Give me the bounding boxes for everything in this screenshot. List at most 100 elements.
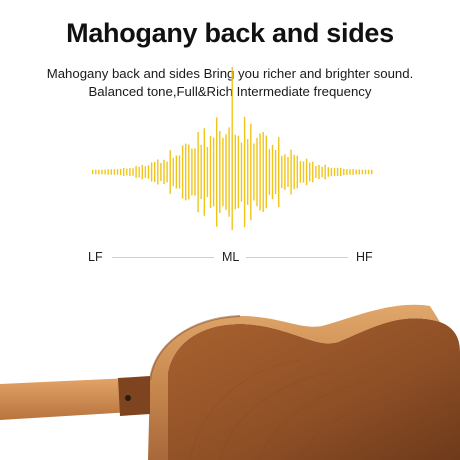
description-line-1: Mahogany back and sides Bring you richer…	[46, 66, 414, 81]
waveform-bar	[358, 169, 360, 175]
waveform-bar	[247, 139, 249, 205]
waveform-bar	[116, 169, 119, 175]
waveform-bar	[340, 168, 342, 176]
guitar-heel	[118, 376, 150, 416]
waveform-bar	[318, 164, 320, 179]
waveform-bar	[237, 135, 240, 209]
waveform-bar	[172, 157, 174, 187]
waveform-bar	[281, 155, 283, 188]
waveform-bar	[287, 156, 289, 187]
waveform-bar	[299, 161, 302, 183]
guitar-body-photo	[0, 304, 460, 460]
waveform-bar	[336, 167, 339, 177]
waveform-bar	[95, 169, 97, 175]
freq-label-mid: ML	[222, 250, 240, 264]
waveform-bar	[278, 137, 280, 207]
waveform-bar	[346, 169, 348, 175]
waveform-bar	[327, 167, 329, 177]
waveform-bar	[107, 169, 109, 175]
waveform-bar	[212, 137, 215, 207]
waveform-bar	[144, 166, 147, 178]
waveform-bar	[191, 148, 193, 196]
waveform-bar	[110, 169, 112, 175]
waveform-bar	[240, 142, 243, 202]
waveform-bar	[371, 169, 373, 175]
waveform-bar	[129, 168, 131, 176]
waveform-bar	[321, 166, 323, 178]
freq-label-low: LF	[88, 250, 103, 264]
waveform-bar	[367, 169, 370, 175]
page-title: Mahogany back and sides	[66, 18, 394, 48]
waveform-bar	[274, 150, 277, 194]
description-line-2: Balanced tone,Full&Rich Intermediate fre…	[88, 84, 372, 99]
waveform-bar	[104, 169, 106, 175]
waveform-bar	[197, 131, 199, 213]
waveform-bar	[216, 117, 218, 227]
waveform-bar	[154, 161, 156, 182]
waveform-bar	[309, 162, 311, 182]
waveform-bar	[234, 134, 236, 210]
waveform-bar	[169, 150, 171, 194]
waveform-bar	[175, 155, 178, 189]
waveform-bar	[315, 166, 317, 178]
waveform-bar	[141, 165, 143, 180]
waveform-bar	[178, 155, 181, 189]
waveform-bar	[290, 149, 292, 195]
waveform-bar	[271, 144, 274, 200]
waveform-bar	[98, 169, 100, 175]
waveform-bar	[349, 169, 351, 175]
waveform-bar	[209, 136, 212, 208]
waveform-bar	[200, 144, 202, 200]
waveform-bar	[181, 145, 184, 199]
waveform-bar	[138, 166, 140, 178]
waveform-bar	[284, 154, 286, 190]
waveform-bar	[188, 144, 190, 200]
waveform-bar	[253, 143, 255, 201]
waveform-bar	[132, 168, 134, 176]
waveform-bar	[150, 162, 153, 182]
waveform-bar	[330, 167, 333, 177]
description: Mahogany back and sides Bring you richer…	[0, 65, 460, 101]
waveform-bar	[194, 148, 196, 196]
waveform-bar	[163, 159, 165, 185]
waveform-bar	[135, 166, 137, 178]
waveform-bar	[355, 169, 357, 175]
waveform-bar	[119, 168, 122, 176]
waveform-bar	[364, 169, 367, 175]
waveform-bar	[243, 117, 246, 227]
waveform-bar	[92, 169, 94, 175]
waveform-bar	[250, 123, 252, 221]
waveform-bar	[352, 169, 354, 175]
waveform-bar	[113, 169, 116, 175]
waveform-bar	[262, 132, 264, 212]
waveform-bar	[206, 147, 209, 198]
waveform-bar	[302, 161, 305, 183]
waveform-bar	[312, 161, 314, 183]
freq-label-high: HF	[356, 250, 373, 264]
waveform-bar	[222, 137, 224, 207]
waveform-bar	[185, 143, 187, 201]
waveform-bar	[268, 149, 271, 195]
waveform-bar	[265, 135, 267, 209]
waveform-bar	[126, 168, 128, 176]
waveform-bar	[296, 155, 298, 189]
freq-divider-left	[112, 257, 214, 258]
waveform-bar	[203, 128, 205, 216]
guitar-back	[168, 318, 460, 460]
waveform-bar	[147, 165, 150, 179]
waveform-bar	[160, 163, 162, 181]
freq-divider-right	[246, 257, 348, 258]
waveform-bar	[343, 168, 345, 176]
waveform-bar	[166, 161, 168, 183]
waveform-bar	[333, 168, 336, 176]
waveform-bar	[256, 137, 258, 207]
waveform-bar	[361, 169, 364, 175]
waveform-bar	[225, 134, 227, 210]
sound-waveform	[92, 67, 373, 230]
waveform-bar	[228, 127, 230, 217]
waveform-bar	[305, 158, 308, 186]
waveform-bar	[101, 169, 103, 175]
waveform-bar	[293, 154, 295, 190]
waveform-bar	[259, 133, 261, 211]
strap-button	[125, 395, 131, 401]
